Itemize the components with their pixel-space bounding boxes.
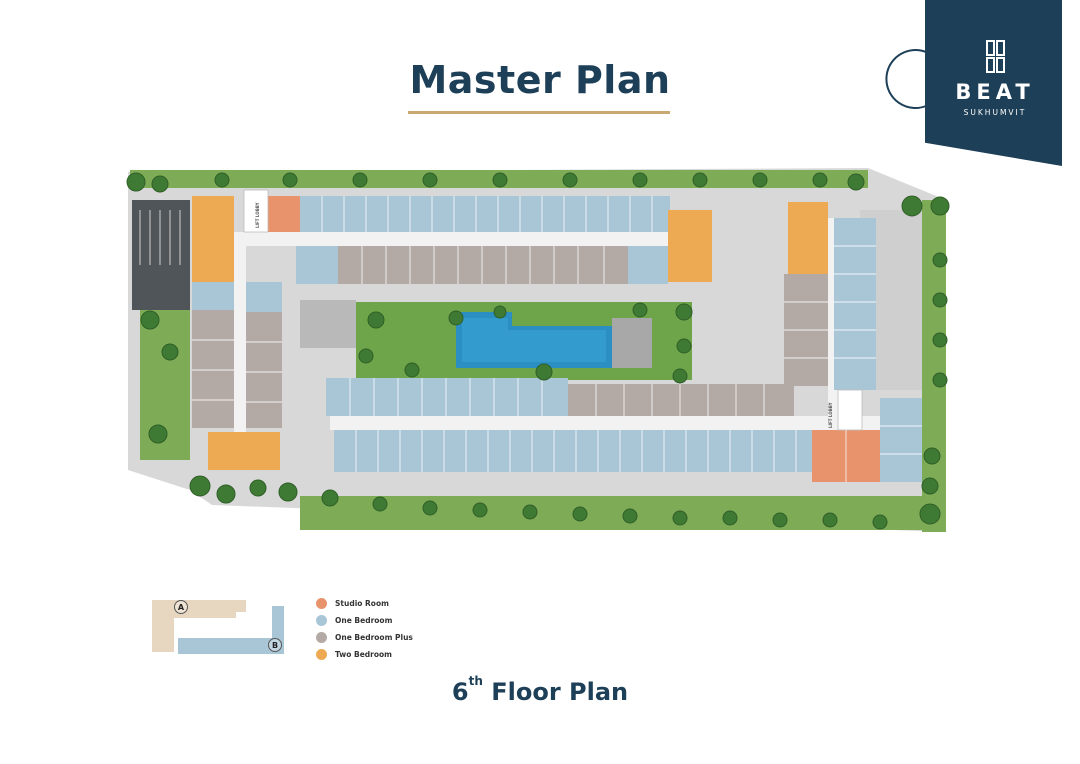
unit-block-a-west-inner-1br	[246, 282, 282, 312]
lift-lobby-label-b: LIFT LOBBY	[828, 402, 833, 428]
key-plan-label-b: B	[268, 638, 282, 652]
landscape-strip-south	[300, 496, 946, 530]
courtyard-deck	[300, 300, 356, 348]
unit-a-2br-sw	[208, 432, 280, 470]
unit-block-b-east-1br	[834, 218, 876, 390]
floor-plan-title: 6th Floor Plan	[0, 675, 1080, 706]
legend-item-two-bedroom: Two Bedroom	[316, 647, 392, 661]
lift-lobby-label-a: LIFT LOBBY	[255, 202, 260, 228]
unit-a-studio	[266, 196, 300, 232]
legend-item-one-bedroom: One Bedroom	[316, 613, 392, 627]
corridor-north	[240, 232, 680, 246]
unit-dividers	[192, 196, 922, 482]
unit-block-a-north-1brplus	[338, 246, 628, 284]
brand-tagline: SUKHUMVIT	[963, 108, 1027, 117]
lift-lobby-b	[837, 389, 863, 431]
deck-pavilion	[612, 318, 652, 368]
floor-number: 6	[451, 678, 469, 706]
unit-block-b-inner-1brplus	[568, 384, 794, 416]
floor-ordinal-suffix: th	[468, 674, 483, 688]
unit-block-a-inner-1br-east	[628, 246, 668, 284]
corridor-west	[234, 232, 246, 442]
unit-a-2br-ne	[668, 210, 712, 282]
brand-swoosh	[885, 49, 927, 109]
legend-label-two-bedroom: Two Bedroom	[335, 649, 392, 659]
unit-block-a-west-1br	[192, 282, 234, 310]
legend-label-one-bedroom: One Bedroom	[335, 615, 393, 625]
legend-swatch-two-bedroom	[316, 648, 327, 660]
title-underline	[408, 111, 670, 114]
unit-block-a-west-inner-1brplus	[246, 312, 282, 428]
unit-block-b-se-1br	[880, 398, 922, 482]
corridor-south	[330, 416, 890, 430]
key-plan-building-a	[152, 600, 246, 652]
legend-label-studio: Studio Room	[335, 598, 389, 608]
unit-block-a-north-1br	[300, 196, 670, 232]
parking-area-west	[132, 200, 190, 310]
lift-lobby-a	[243, 189, 269, 233]
brand-logo-panel	[925, 0, 1062, 166]
unit-block-a-inner-1br-west	[296, 246, 338, 284]
key-plan-building-b	[178, 606, 284, 654]
unit-block-b-inner-1br	[326, 378, 568, 416]
trees	[126, 172, 950, 530]
legend-item-one-bedroom-plus: One Bedroom Plus	[316, 630, 413, 644]
pool-ripple	[462, 318, 606, 362]
legend-swatch-studio	[316, 597, 327, 609]
legend-swatch-one-bedroom-plus	[316, 631, 327, 643]
unit-block-b-south-1br	[334, 430, 812, 472]
floor-plan-label: Floor Plan	[491, 678, 629, 706]
parking-lines-west	[139, 210, 181, 265]
brand-logo-icon	[986, 40, 1005, 73]
page-title: Master Plan	[409, 58, 671, 102]
key-plan-label-a: A	[174, 600, 188, 614]
brand-name: BEAT	[955, 80, 1035, 104]
key-plan	[152, 600, 284, 654]
unit-a-2br-nw	[192, 196, 234, 282]
unit-b-2br-ne	[788, 202, 828, 274]
unit-block-a-west-1brplus	[192, 310, 234, 428]
legend-item-studio: Studio Room	[316, 596, 389, 610]
legend-label-one-bedroom-plus: One Bedroom Plus	[335, 632, 413, 642]
legend-swatch-one-bedroom	[316, 614, 327, 626]
